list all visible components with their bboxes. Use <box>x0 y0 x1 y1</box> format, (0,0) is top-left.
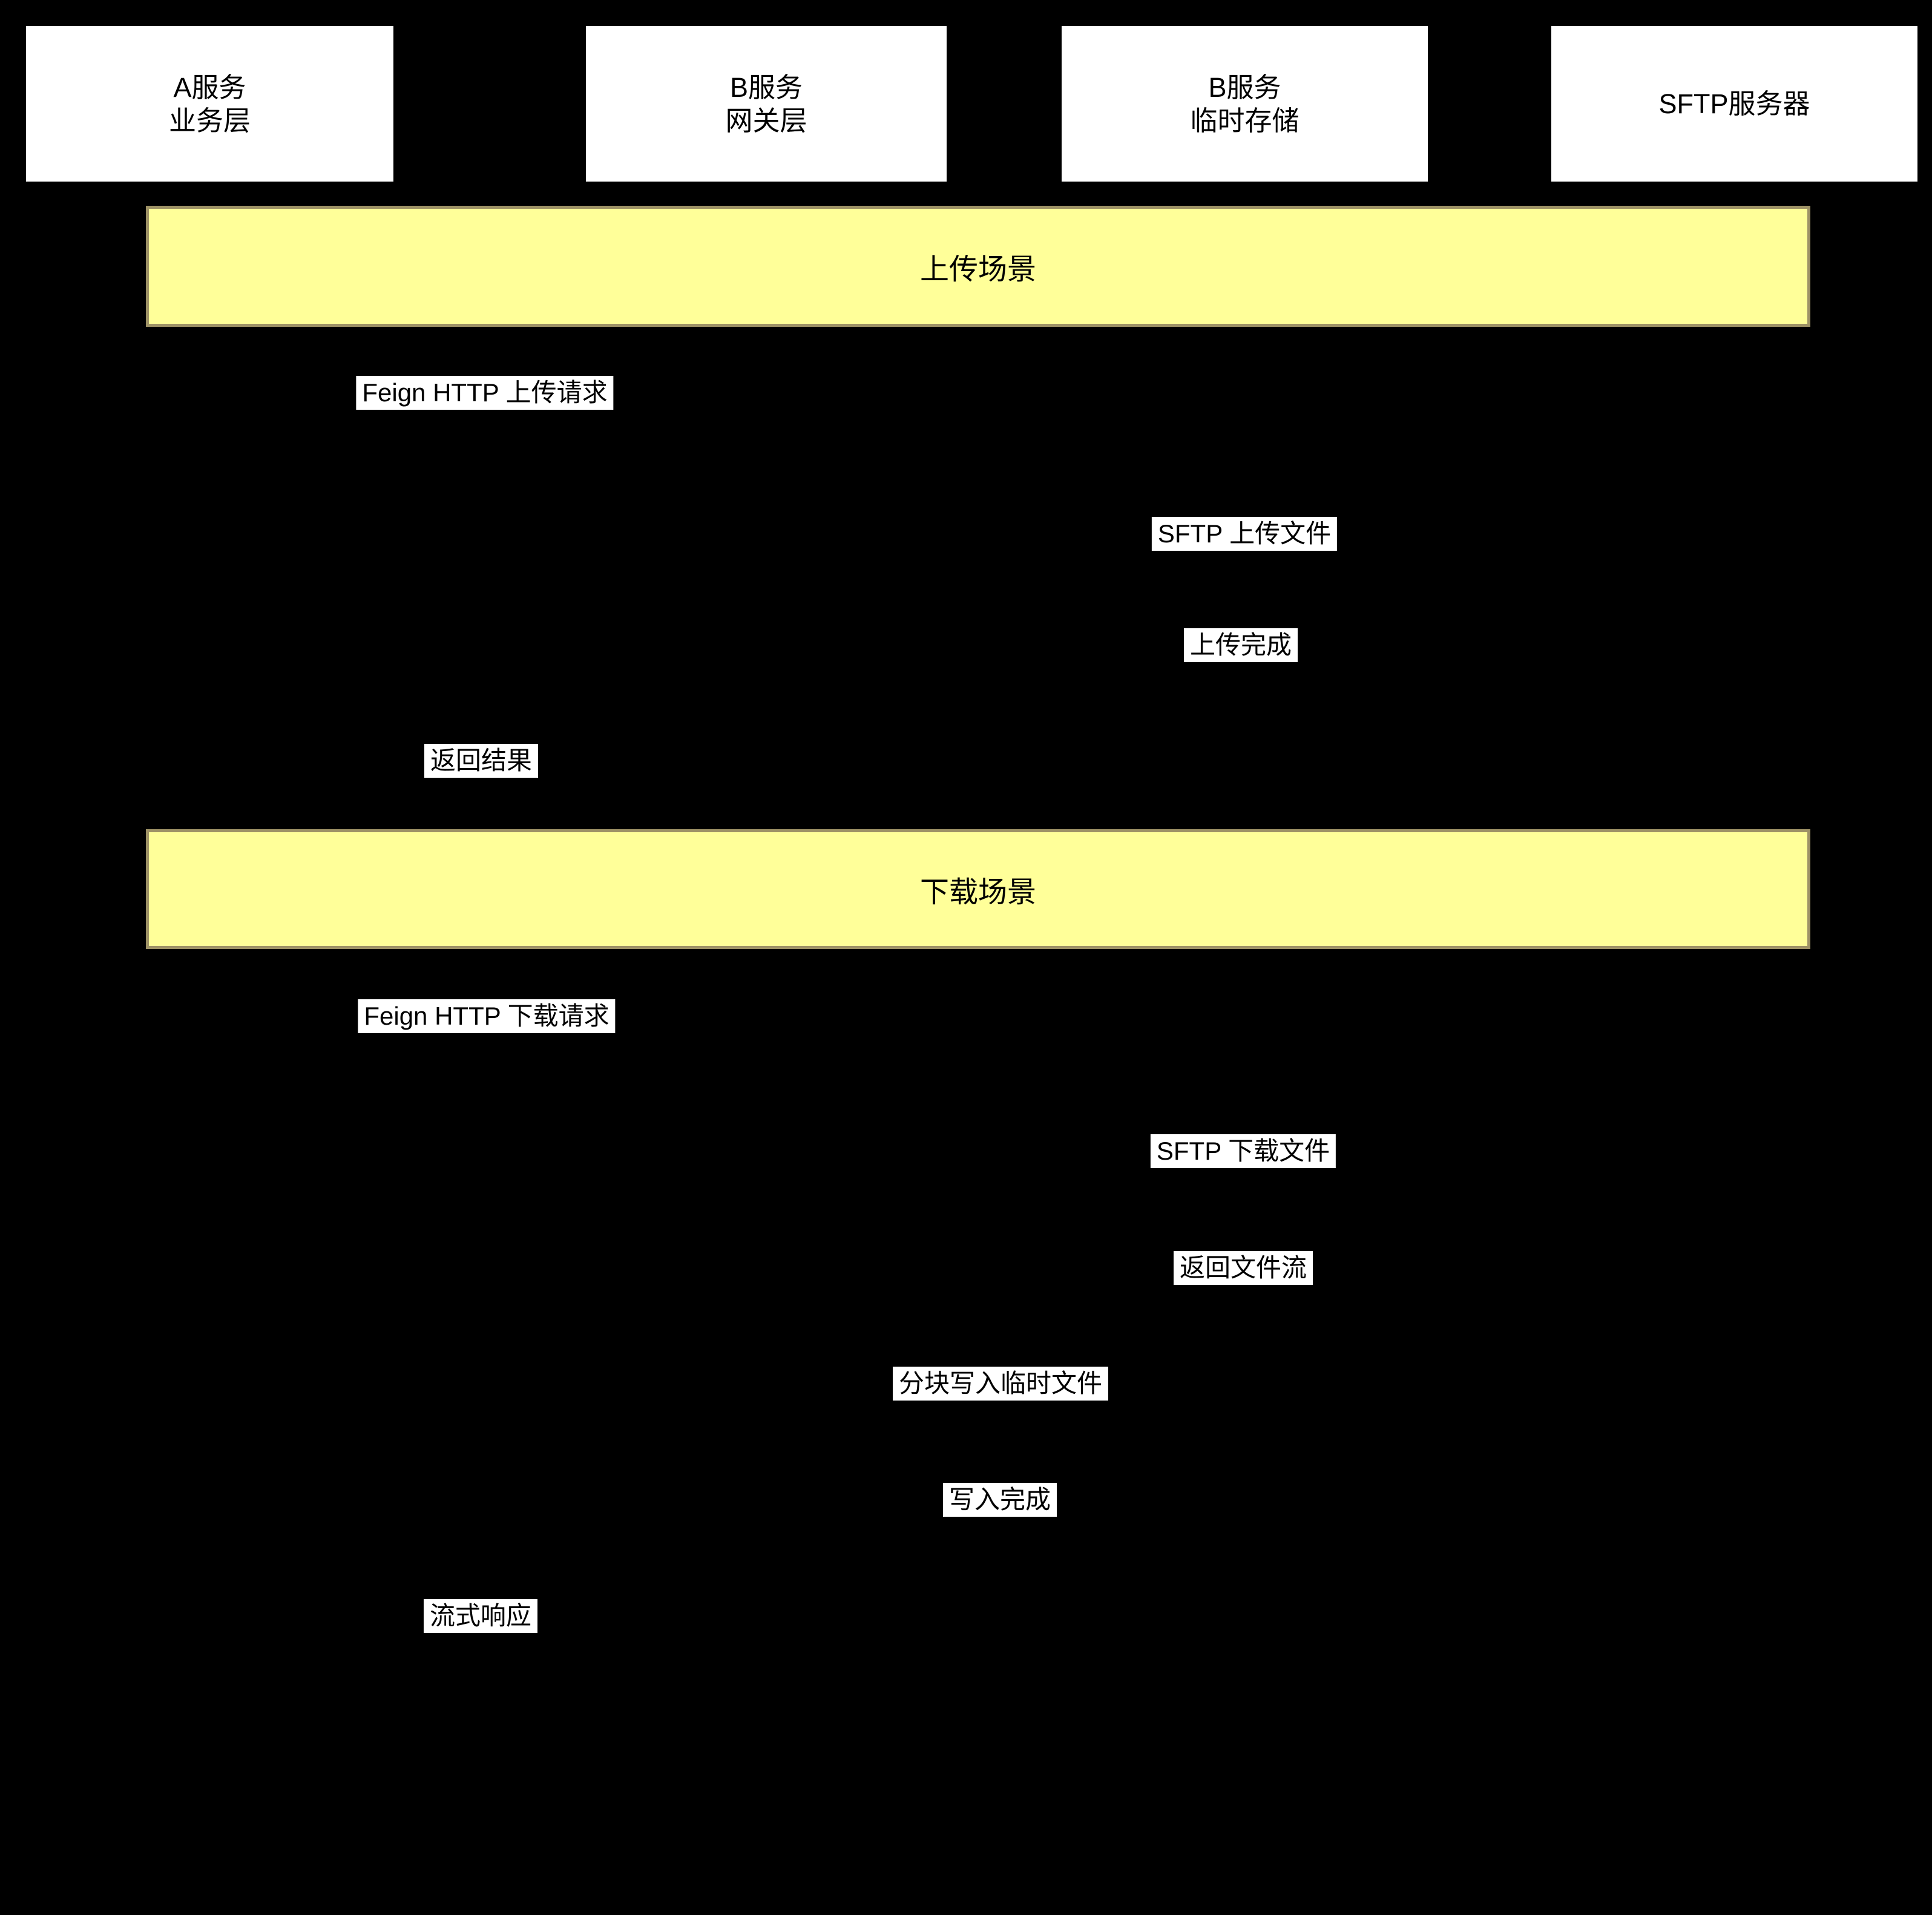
message-label-upload-complete: 上传完成 <box>1183 628 1298 662</box>
participant-label-line: 网关层 <box>725 105 807 136</box>
participant-label-line: B服务 <box>1208 71 1281 103</box>
participant-label-line: 临时存储 <box>1190 105 1300 136</box>
message-label-chunk-write-temp-file: 分块写入临时文件 <box>892 1367 1109 1401</box>
message-label-return-file-stream: 返回文件流 <box>1173 1251 1313 1285</box>
participant-label-line: A服务 <box>173 71 246 103</box>
section-title: 上传场景 <box>919 254 1036 286</box>
message-label-feign-http-download-request: Feign HTTP 下载请求 <box>358 999 616 1033</box>
participant-label-line: SFTP服务器 <box>1658 88 1810 119</box>
message-label-write-complete: 写入完成 <box>942 1483 1057 1517</box>
section-band-download-scenario: 下载场景 <box>146 829 1810 949</box>
message-label-feign-http-upload-request: Feign HTTP 上传请求 <box>356 376 614 410</box>
message-label-return-result: 返回结果 <box>424 744 539 778</box>
message-label-sftp-upload-file: SFTP 上传文件 <box>1151 517 1338 551</box>
section-band-upload-scenario: 上传场景 <box>146 206 1810 327</box>
participant-service-a-business: A服务 业务层 <box>26 26 393 182</box>
participant-label-line: 业务层 <box>168 105 251 136</box>
participant-service-b-temp-storage: B服务 临时存储 <box>1062 26 1428 182</box>
message-label-sftp-download-file: SFTP 下载文件 <box>1150 1134 1336 1168</box>
message-label-stream-response: 流式响应 <box>423 1599 538 1633</box>
participant-service-b-gateway: B服务 网关层 <box>586 26 947 182</box>
section-title: 下载场景 <box>919 876 1036 908</box>
participant-label-line: B服务 <box>729 71 803 103</box>
participant-sftp-server: SFTP服务器 <box>1551 26 1917 182</box>
